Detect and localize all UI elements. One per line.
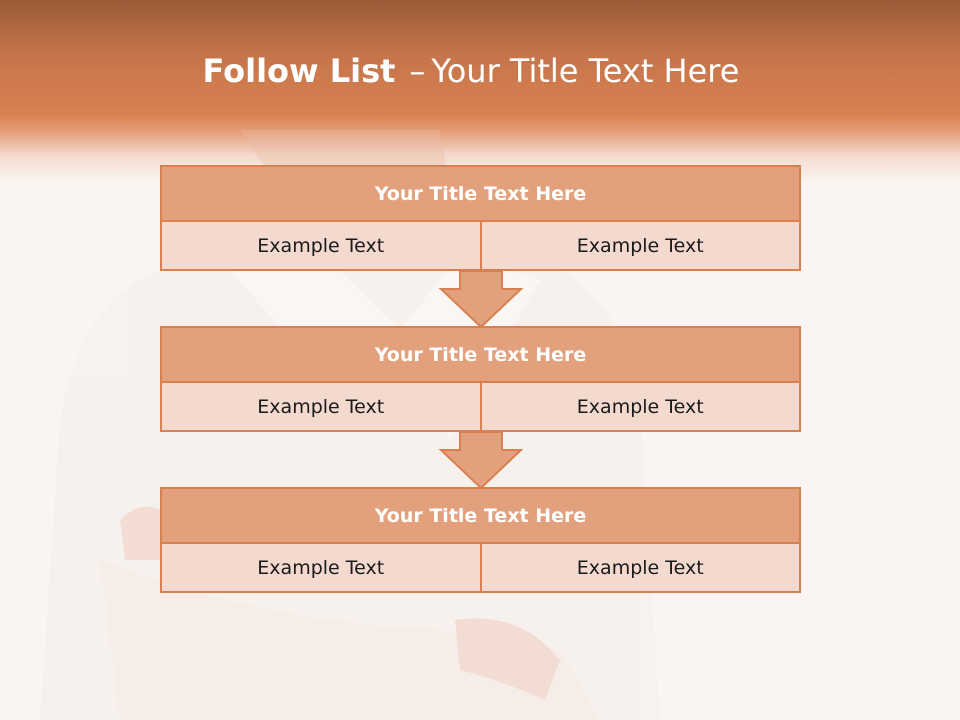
block-cell-right: Example Text [481,222,801,271]
block-cell-right: Example Text [481,383,801,432]
header-band [0,0,960,190]
list-block-2: Your Title Text Here Example Text Exampl… [160,326,801,432]
down-arrow-icon [438,270,524,328]
list-block-1: Your Title Text Here Example Text Exampl… [160,165,801,271]
list-block-3: Your Title Text Here Example Text Exampl… [160,487,801,593]
block-title: Your Title Text Here [160,487,801,544]
slide-title-rest: Your Title Text Here [431,52,740,90]
block-cell-left: Example Text [160,383,482,432]
block-title: Your Title Text Here [160,326,801,383]
block-row: Example Text Example Text [160,544,801,593]
block-cell-left: Example Text [160,222,482,271]
slide-title-separator: – [409,52,426,90]
slide-title: Follow List–Your Title Text Here [0,52,942,90]
slide-title-bold: Follow List [202,52,396,90]
block-cell-left: Example Text [160,544,482,593]
block-row: Example Text Example Text [160,222,801,271]
block-cell-right: Example Text [481,544,801,593]
down-arrow-icon [438,431,524,489]
block-row: Example Text Example Text [160,383,801,432]
block-title: Your Title Text Here [160,165,801,222]
